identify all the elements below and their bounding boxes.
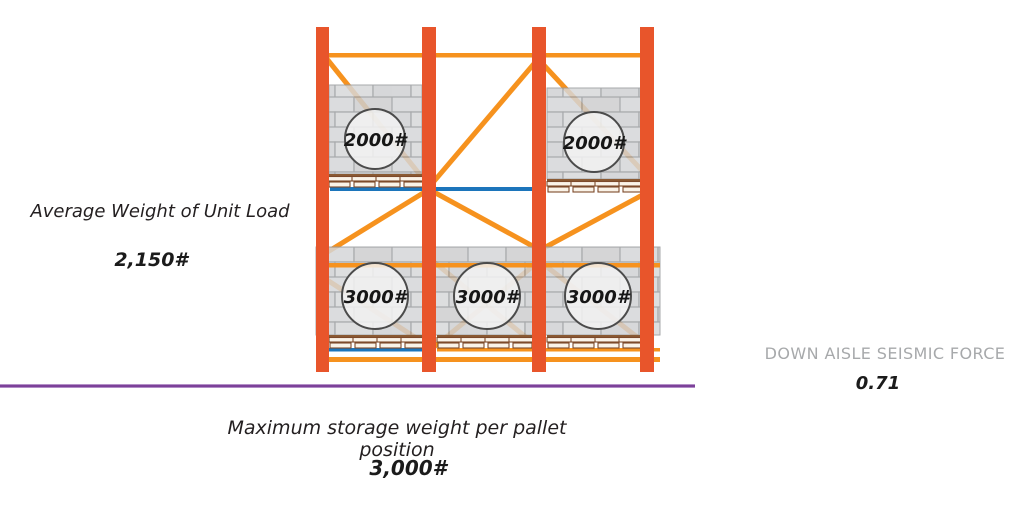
load-badges: [341, 108, 632, 330]
load-weight-label: 3000#: [456, 287, 521, 308]
load-badge: [341, 262, 409, 330]
load-badge: [453, 262, 521, 330]
average-weight-value: 2,150#: [114, 249, 188, 271]
load-weight-label: 3000#: [567, 287, 632, 308]
upright-post: [640, 27, 654, 372]
upright-post: [422, 27, 436, 372]
upright-post: [532, 27, 546, 372]
load-weight-label: 2000#: [344, 130, 409, 151]
seismic-force-label: DOWN AISLE SEISMIC FORCE: [764, 344, 1006, 363]
load-weight-label: 2000#: [563, 133, 628, 154]
rack-posts: [316, 27, 654, 372]
floor-baseline-line: [0, 384, 695, 388]
average-weight-label: Average Weight of Unit Load: [30, 201, 290, 222]
load-weight-label: 3000#: [344, 287, 409, 308]
max-weight-value: 3,000#: [369, 456, 447, 480]
top-beam: [318, 53, 654, 58]
bottom-beam: [316, 357, 660, 362]
load-badge: [344, 108, 406, 170]
max-weight-label: Maximum storage weight per pallet positi…: [227, 417, 567, 461]
load-badge: [563, 111, 625, 173]
seismic-force-value: 0.71: [855, 373, 901, 394]
lower-blue-beam: [329, 348, 425, 352]
lower-level-beam: [437, 348, 660, 352]
load-badge: [564, 262, 632, 330]
upright-post: [316, 27, 329, 372]
